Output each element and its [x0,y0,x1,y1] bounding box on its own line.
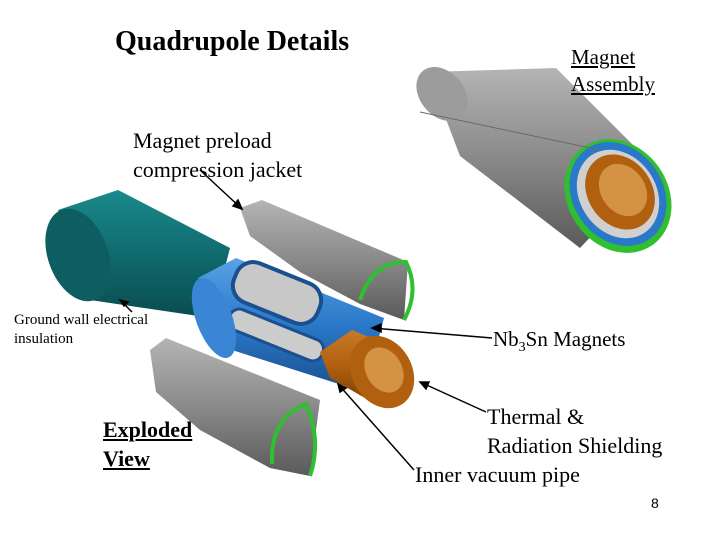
preload-jacket-label: Magnet preload compression jacket [133,128,303,182]
ground-wall-insulation-label: Ground wall electrical insulation [14,312,149,347]
slide-title: Quadrupole Details [115,26,350,57]
nb3sn-magnets-label: Nb3Sn Magnets [493,327,626,356]
arrow-inner-pipe [337,383,415,471]
ground-wall-insulation-cylinder [45,190,230,318]
magnet-assembly-label: Magnet Assembly [571,45,655,96]
thermal-radiation-shield-tube [320,330,415,409]
preload-jacket-lower-shell [150,338,320,477]
inner-vacuum-pipe-label: Inner vacuum pipe [415,462,580,487]
preload-jacket-upper-shell [240,200,415,321]
magnet-assembly-cylinder [416,67,672,253]
exploded-view-label: Exploded View [103,417,193,471]
leader-arrows [118,169,493,471]
arrow-thermal [419,381,487,413]
page-number: 8 [651,495,659,511]
thermal-shielding-label: Thermal & Radiation Shielding [487,404,663,458]
arrow-nb3sn [371,327,493,339]
